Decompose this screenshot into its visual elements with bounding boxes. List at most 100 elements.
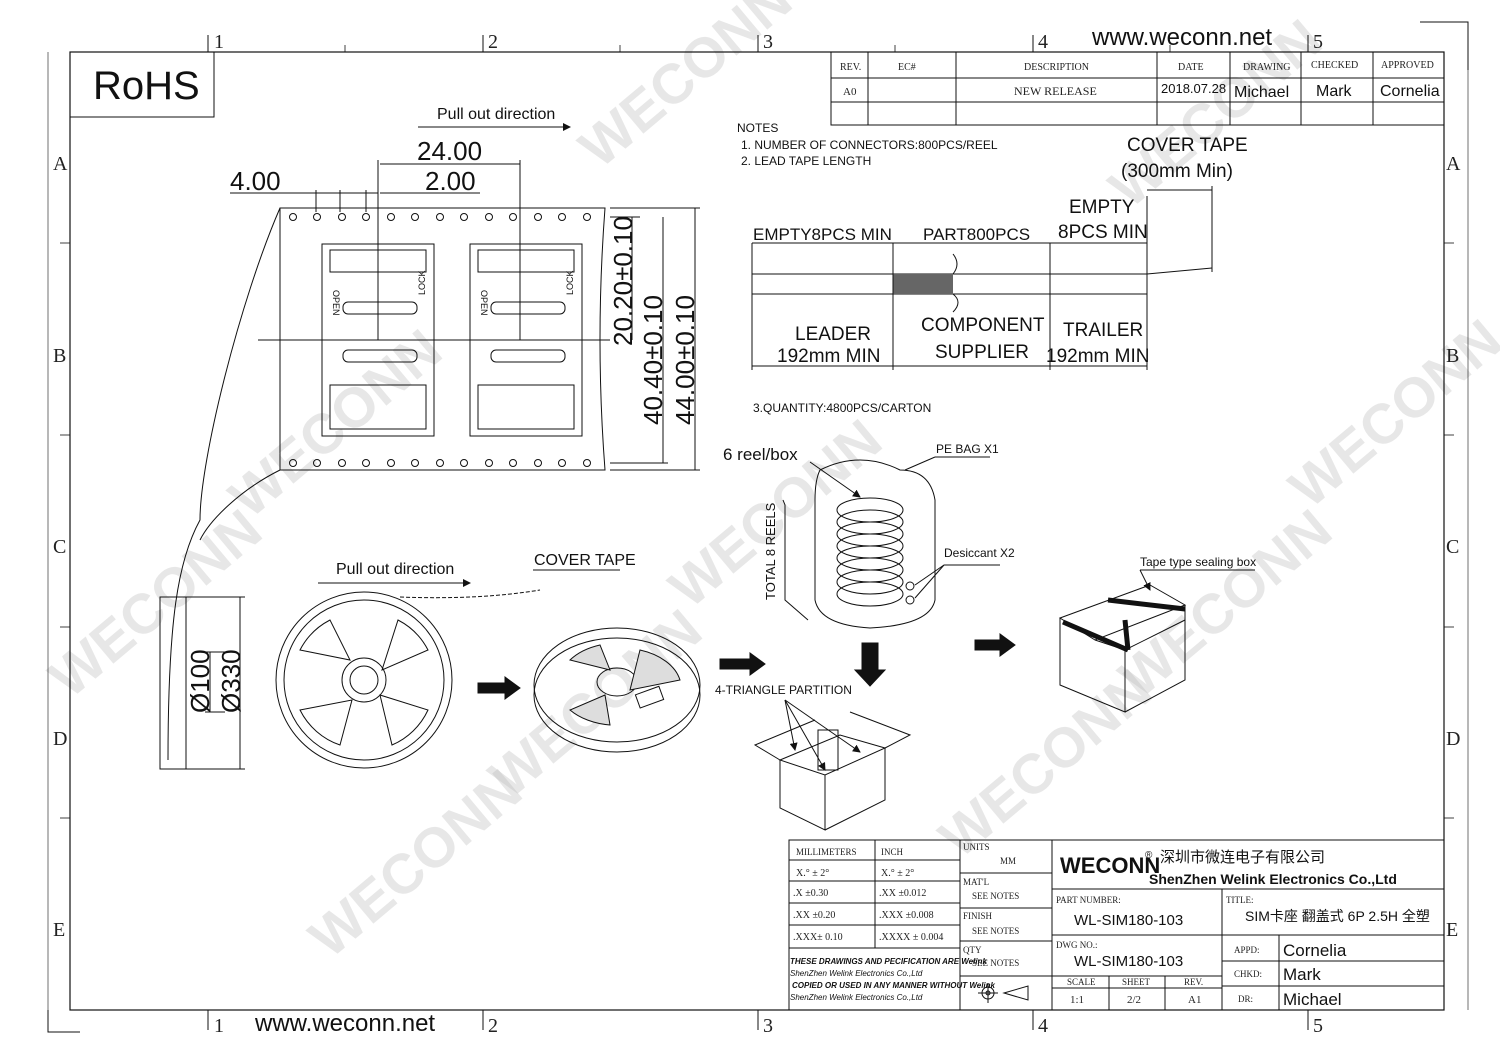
rev-row-approved: Cornelia [1380,83,1440,100]
chkd-value: Mark [1283,965,1321,984]
sheet-value: 2/2 [1127,994,1141,1006]
watermark-1: WECONN [567,0,803,179]
rev-header-ec: EC# [898,62,916,73]
part-number: WL-SIM180-103 [1074,912,1183,929]
partition-label: 4-TRIANGLE PARTITION [715,683,852,697]
notes-title: NOTES [737,121,778,135]
sheet-label: SHEET [1122,977,1151,987]
zone-row-c-right: C [1446,536,1459,558]
zone-row-b-right: B [1446,345,1459,367]
zone-row-c: C [53,536,66,558]
part-number-label: PART NUMBER: [1056,895,1121,905]
scale-label: SCALE [1067,977,1096,987]
rev-row-rev: A0 [843,86,857,98]
rohs-label: RoHS [93,64,200,108]
watermark-8: WECONN [927,657,1163,869]
zone-row-d-right: D [1446,728,1460,750]
zone-col-5-bottom: 5 [1313,1015,1323,1037]
tol-in-0: X.° ± 2° [881,868,914,879]
rev-value: A1 [1188,994,1201,1006]
note-2: 2. LEAD TAPE LENGTH [741,154,871,168]
zone-col-4: 4 [1038,31,1048,53]
zone-row-e: E [53,919,65,941]
rev-row-desc: NEW RELEASE [1014,84,1097,98]
zone-col-1-bottom: 1 [214,1015,224,1037]
scale-value: 1:1 [1070,994,1084,1006]
empty8-label: EMPTY8PCS MIN [753,225,892,244]
tol-header-inch: INCH [881,847,903,857]
chkd-label: CHKD: [1234,969,1262,979]
title-value: SIM卡座 翻盖式 6P 2.5H 全塑 [1245,908,1430,924]
disclaimer-1: THESE DRAWINGS AND PECIFICATION ARE Weli… [790,957,987,966]
reel-stack [836,497,904,607]
watermark-9: WECONN [297,757,533,969]
lock-label-2: LOCK [565,270,575,295]
tape-pull-out-label: Pull out direction [437,106,555,123]
tol-header-mm: MILLIMETERS [796,847,857,857]
notes: NOTES 1. NUMBER OF CONNECTORS:800PCS/REE… [737,121,998,415]
component-label: COMPONENT [921,315,1045,336]
rev-header-drawing: DRAWING [1243,62,1291,73]
reel-pull-out-label: Pull out direction [336,561,454,578]
empty-top-label: EMPTY [1069,197,1135,218]
open-label-1: OPEN [331,290,341,316]
dr-label: DR: [1238,994,1253,1004]
tol-mm-3: .XXX± 0.10 [793,932,843,943]
zone-labels: 1 2 3 4 5 1 2 3 4 5 A B C D E A B C D E [53,31,1461,1037]
watermark-3: WECONN [217,317,453,529]
finish-value: SEE NOTES [972,926,1019,936]
zone-col-1: 1 [214,31,224,53]
rev-header-checked: CHECKED [1311,60,1358,71]
revision-table: REV. EC# DESCRIPTION DATE DRAWING CHECKE… [830,51,1445,126]
tol-in-1: .XX ±0.012 [879,888,926,899]
tol-mm-2: .XX ±0.20 [793,910,835,921]
finish-label: FINISH [963,911,993,921]
note-3: 3.QUANTITY:4800PCS/CARTON [753,401,931,415]
zone-col-2-bottom: 2 [488,1015,498,1037]
rev-row-drawing: Michael [1234,84,1289,101]
title-block: WECONN ® 深圳市微连电子有限公司 ShenZhen Welink Ele… [1051,839,1445,1011]
brand-reg: ® [1145,850,1153,861]
zone-row-e-right: E [1446,919,1458,941]
note-1: 1. NUMBER OF CONNECTORS:800PCS/REEL [741,138,998,152]
dwg-no-label: DWG NO.: [1056,940,1098,950]
leader-label: LEADER [795,324,871,345]
company-en: ShenZhen Welink Electronics Co.,Ltd [1149,871,1397,887]
zone-row-a: A [53,153,68,175]
reel-per-box-label: 6 reel/box [723,445,798,464]
total-reels-label: TOTAL 8 REELS [763,502,778,600]
dim-2: 2.00 [425,166,476,196]
open-label-2: OPEN [479,290,489,316]
zone-col-3-bottom: 3 [763,1015,773,1037]
dim-4: 4.00 [230,166,281,196]
zone-row-d: D [53,728,67,750]
sheet-frame [47,21,1469,1033]
units-label: UNITS [963,842,990,852]
rohs-box: RoHS [69,51,215,118]
cover-tape-length: (300mm Min) [1121,161,1233,182]
rev-header-date: DATE [1178,62,1204,73]
rev-row-checked: Mark [1316,83,1353,100]
matl-value: SEE NOTES [972,891,1019,901]
tol-mm-1: .X ±0.30 [793,888,828,899]
tol-in-2: .XXX ±0.008 [879,910,934,921]
dr-value: Michael [1283,990,1342,1009]
zone-col-5: 5 [1313,31,1323,53]
rev-row-date: 2018.07.28 [1161,81,1226,96]
dim-44-00: 44.00±0.10 [670,295,700,425]
zone-col-2: 2 [488,31,498,53]
dwg-no: WL-SIM180-103 [1074,953,1183,970]
supplier-label: SUPPLIER [935,342,1029,363]
desiccant-label: Desiccant X2 [944,546,1015,560]
tape-layout-diagram: COVER TAPE (300mm Min) EMPTY 8PCS MIN EM… [751,135,1248,370]
disclaimer-4: ShenZhen Welink Electronics Co.,Ltd [790,993,923,1002]
reel-cover-tape-label: COVER TAPE [534,552,636,569]
appd-value: Cornelia [1283,941,1347,960]
zone-row-a-right: A [1446,153,1461,175]
disclaimer-2: ShenZhen Welink Electronics Co.,Ltd [790,969,923,978]
qty-value: SEE NOTES [972,958,1019,968]
brand-logo: WECONN [1060,853,1160,878]
sealing-box-label: Tape type sealing box [1140,555,1256,569]
projection-symbol-icon [978,983,1029,1003]
